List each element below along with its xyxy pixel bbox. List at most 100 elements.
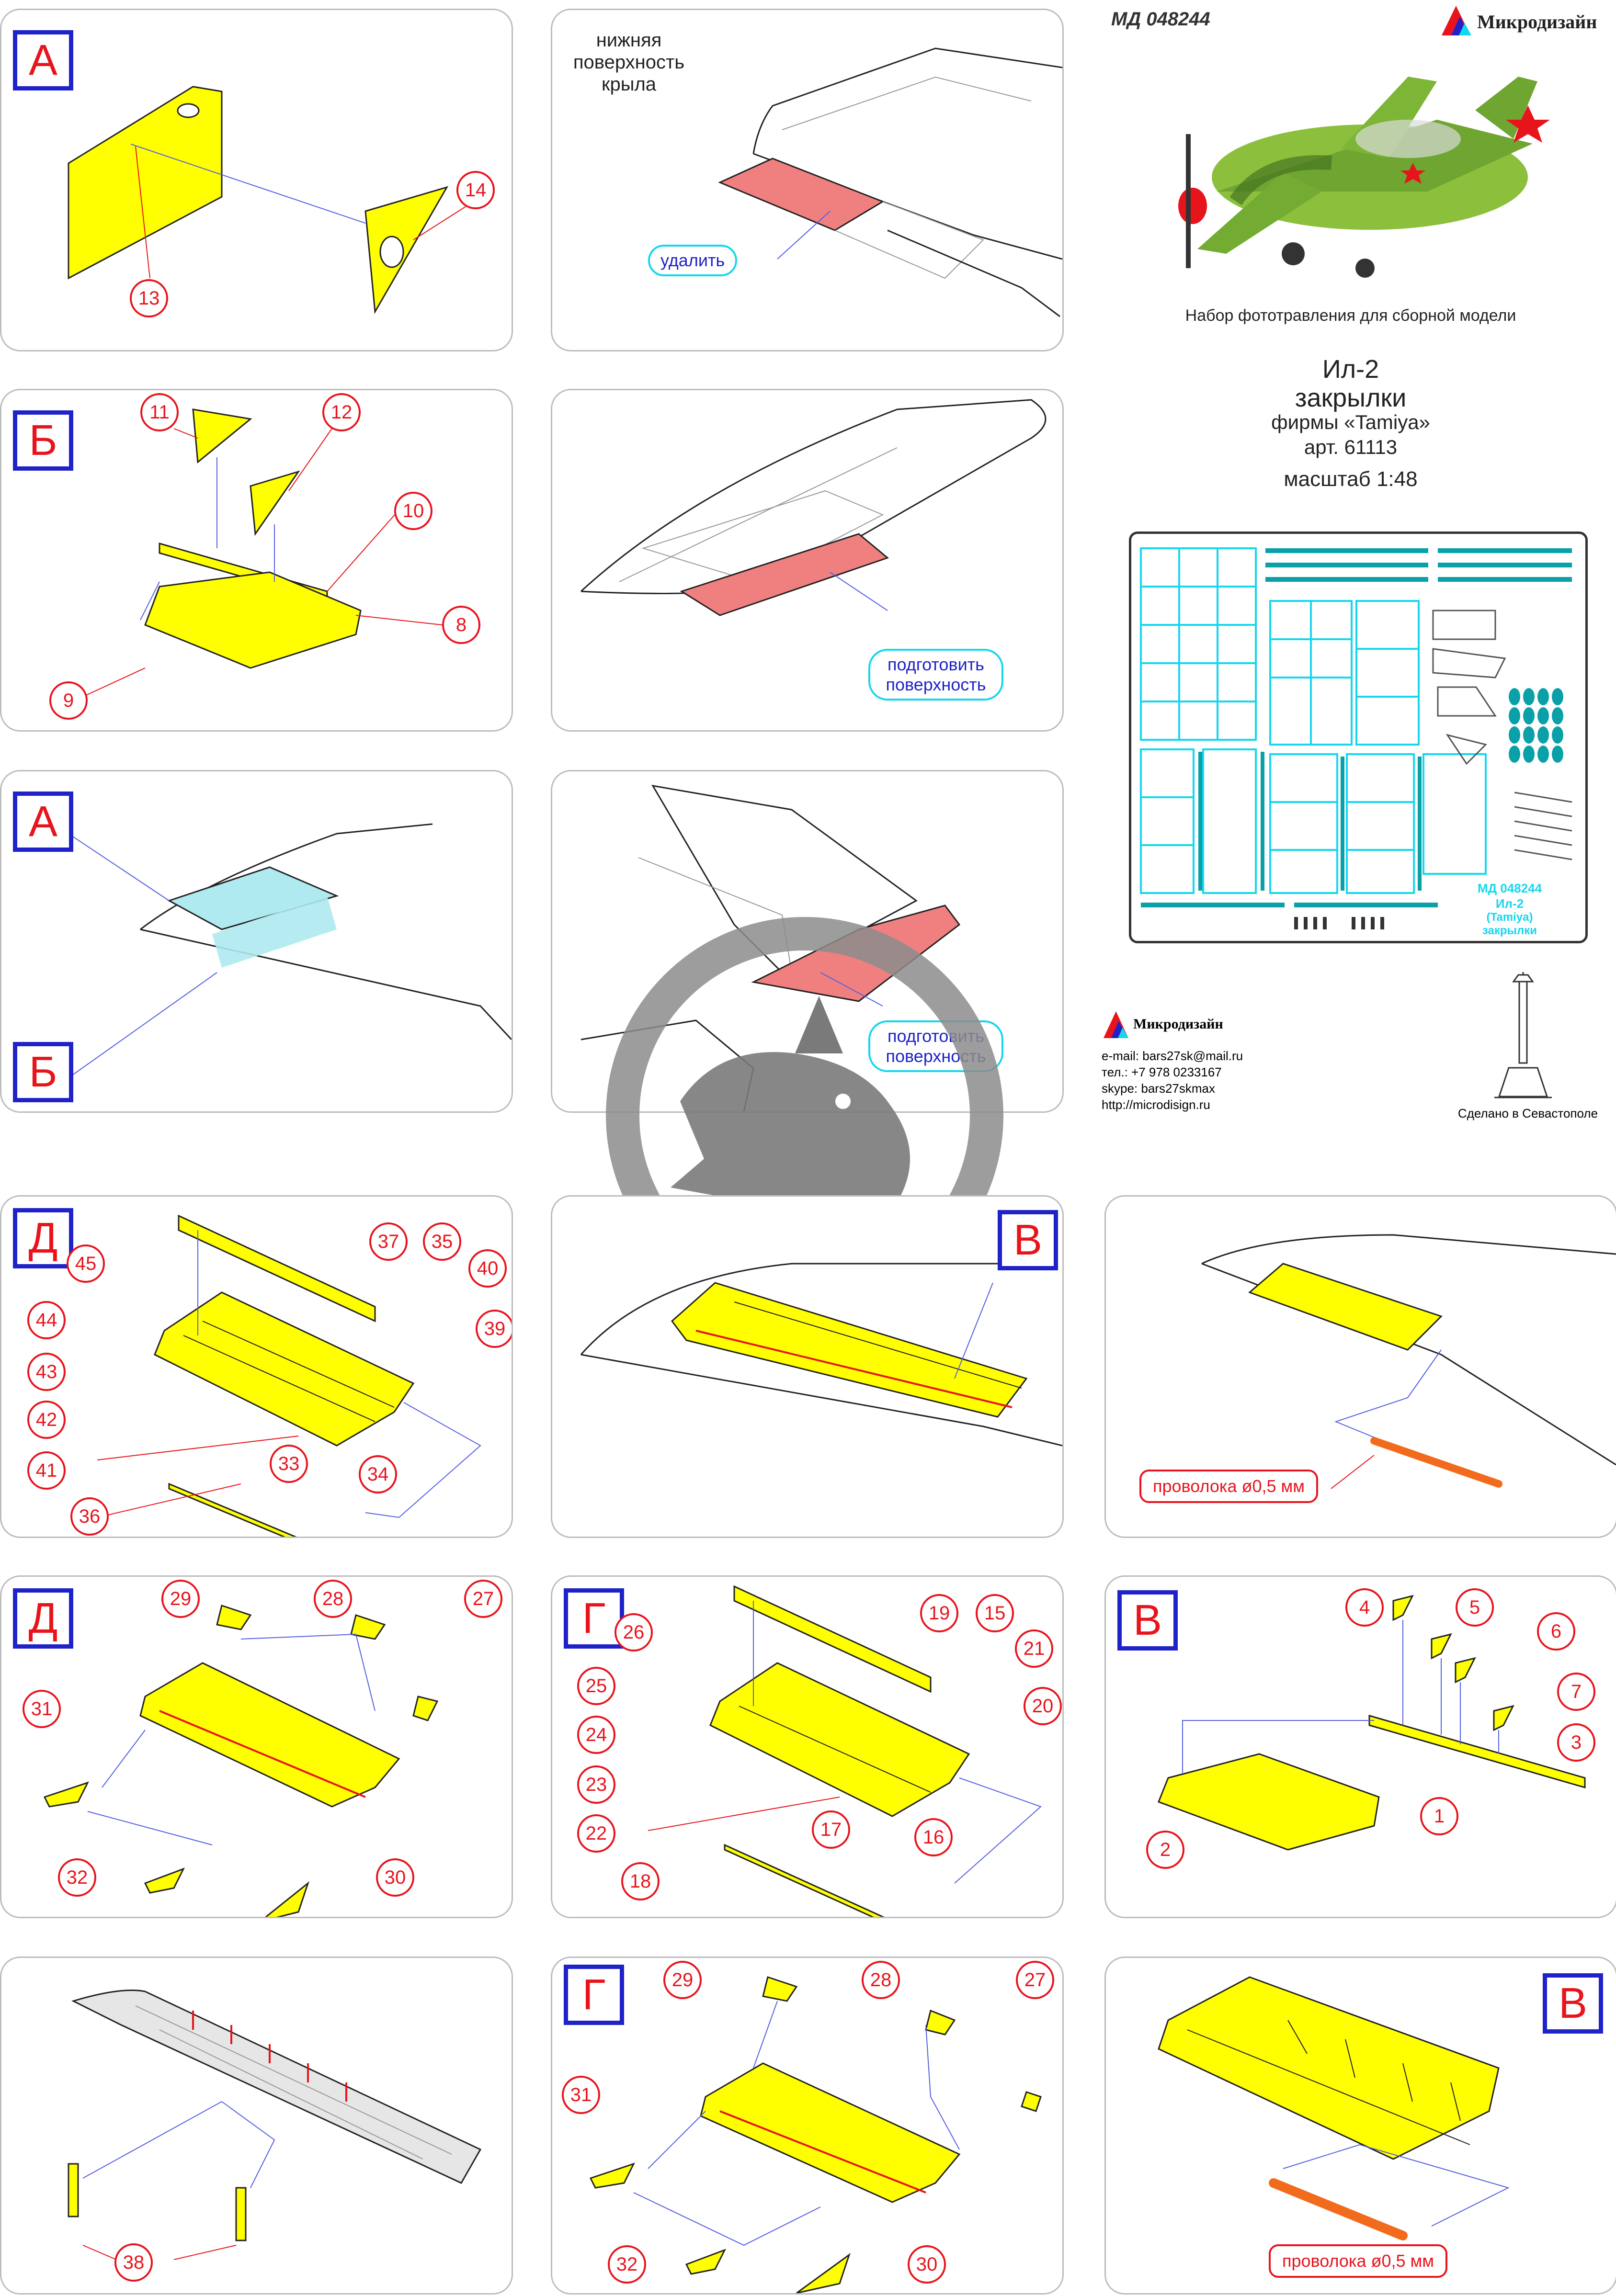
brand-logo-icon [1442, 6, 1471, 35]
section-label-a: А [13, 30, 73, 90]
remove-note: удалить [648, 245, 738, 276]
brand-logo: Микродизайн [1437, 4, 1600, 37]
contact-skype: skype: bars27skmax [1102, 1081, 1215, 1096]
section-label-b-assembly: Б [13, 1042, 73, 1102]
part-number-24: 24 [577, 1716, 615, 1754]
part-number-5: 5 [1456, 1588, 1494, 1627]
maker-name: фирмы «Tamiya» [1271, 411, 1430, 433]
wing-part-38-drawing [68, 1990, 482, 2260]
panel-installed-38: 38 [0, 1957, 513, 2295]
panel-b1: Б 11 12 10 8 9 [0, 389, 513, 732]
part-number-29: 29 [161, 1580, 200, 1618]
part-number-28-g: 28 [862, 1961, 900, 1999]
scale: масштаб 1:48 [1284, 467, 1418, 491]
sevastopol-monument [1485, 970, 1561, 1101]
part-number-31: 31 [23, 1690, 61, 1728]
contacts-logo: Микродизайн [1102, 1010, 1260, 1039]
part-name: закрылки [1295, 384, 1407, 412]
wire-note: проволока ø0,5 мм [1139, 1470, 1319, 1503]
section-label-v: В [998, 1210, 1058, 1270]
panel-a3: А Б [0, 770, 513, 1113]
wire-installation-drawing [1201, 1234, 1616, 1489]
part-number-32-g: 32 [608, 2245, 646, 2284]
panel-g2: Г 29 28 27 31 32 30 [551, 1957, 1064, 2295]
part-number-8: 8 [442, 606, 480, 644]
section-label-b: Б [13, 410, 73, 471]
part-number-41: 41 [27, 1451, 66, 1490]
flap-part-27-32-g-drawing [589, 1976, 1042, 2293]
flap-part-13-14-drawing [68, 86, 467, 314]
part-number-12: 12 [322, 393, 361, 431]
article-number: арт. 61113 [1304, 436, 1398, 458]
part-number-34: 34 [359, 1455, 397, 1493]
section-label-v-3: В [1543, 1973, 1603, 2034]
prepare-surface-note: подготовить поверхность [868, 649, 1003, 701]
part-number-3: 3 [1557, 1723, 1595, 1762]
monument-icon [1494, 970, 1552, 1098]
lower-surface-label: нижняя поверхность крыла [573, 30, 685, 95]
photo-etch-fret: МД 048244 Ил-2 (Tamiya) закрылки [1129, 532, 1588, 943]
fret-parts-icon [1140, 547, 1572, 929]
contact-phone: тел.: +7 978 0233167 [1102, 1065, 1222, 1079]
part-number-43: 43 [27, 1353, 66, 1391]
section-label-g: Г [564, 1588, 624, 1649]
part-number-27: 27 [464, 1580, 502, 1618]
part-number-45: 45 [67, 1244, 105, 1283]
section-label-g-2: Г [564, 1965, 624, 2025]
contact-site: http://microdisign.ru [1102, 1097, 1210, 1112]
panel-d2: Д 29 28 27 31 32 30 [0, 1575, 513, 1918]
part-number-38: 38 [114, 2243, 153, 2282]
panel-wire1: проволока ø0,5 мм [1104, 1195, 1616, 1538]
part-number-17: 17 [812, 1810, 850, 1849]
panel-v1: В [551, 1195, 1064, 1538]
panel-d1: Д 37 35 40 39 45 44 43 42 41 33 34 36 [0, 1195, 513, 1538]
part-number-11: 11 [140, 393, 179, 431]
made-in: Сделано в Севастополе [1457, 1106, 1598, 1120]
wire-note-2: проволока ø0,5 мм [1269, 2244, 1448, 2278]
model-name: Ил-2 [1322, 355, 1379, 384]
part-number-13: 13 [130, 279, 168, 317]
part-number-16: 16 [914, 1818, 953, 1856]
part-number-19: 19 [920, 1594, 958, 1632]
fret-code: МД 048244 [1477, 881, 1542, 895]
flap-part-27-32-drawing [43, 1605, 439, 1917]
part-number-31-g: 31 [562, 2076, 600, 2114]
part-number-21: 21 [1015, 1629, 1053, 1668]
part-number-37: 37 [369, 1222, 408, 1261]
part-number-40: 40 [468, 1249, 507, 1288]
brand-name: Микродизайн [1477, 11, 1597, 33]
part-number-25: 25 [577, 1667, 615, 1705]
panel-a1: А 13 14 [0, 9, 513, 351]
part-number-7: 7 [1557, 1673, 1595, 1711]
flap-part-8-12-drawing [82, 408, 443, 697]
section-label-d: Д [13, 1208, 73, 1268]
part-number-30: 30 [376, 1858, 414, 1897]
wing-upper-surface-drawing [580, 399, 1047, 616]
part-number-29-g: 29 [663, 1961, 702, 1999]
panel-g1: Г 19 15 21 20 26 25 24 23 22 17 16 18 [551, 1575, 1064, 1918]
contacts-brand: Микродизайн [1133, 1016, 1223, 1032]
part-number-9: 9 [49, 681, 88, 720]
part-number-30-g: 30 [908, 2245, 946, 2284]
part-number-18: 18 [621, 1862, 660, 1900]
part-number-26: 26 [615, 1613, 653, 1651]
part-number-15: 15 [976, 1594, 1014, 1632]
part-number-23: 23 [577, 1765, 615, 1804]
kit-code: МД 048244 [1111, 9, 1210, 30]
panel-v2: В 4 5 6 7 3 1 2 [1104, 1575, 1616, 1918]
part-number-39: 39 [476, 1310, 512, 1348]
part-number-36: 36 [70, 1497, 109, 1536]
part-number-35: 35 [423, 1222, 461, 1261]
part-number-44: 44 [27, 1301, 66, 1339]
wing-lower-surface-drawing [718, 47, 1062, 317]
part-number-6: 6 [1537, 1612, 1575, 1651]
part-number-27-g: 27 [1016, 1961, 1054, 1999]
fret-part: закрылки [1482, 924, 1537, 937]
flap-installed-drawing [580, 1263, 1062, 1447]
part-number-42: 42 [27, 1401, 66, 1439]
fret-maker: (Tamiya) [1486, 911, 1533, 924]
aircraft-illustration [1140, 48, 1571, 287]
part-number-1: 1 [1420, 1797, 1458, 1835]
part-number-4: 4 [1345, 1588, 1384, 1627]
part-number-2: 2 [1146, 1831, 1184, 1869]
